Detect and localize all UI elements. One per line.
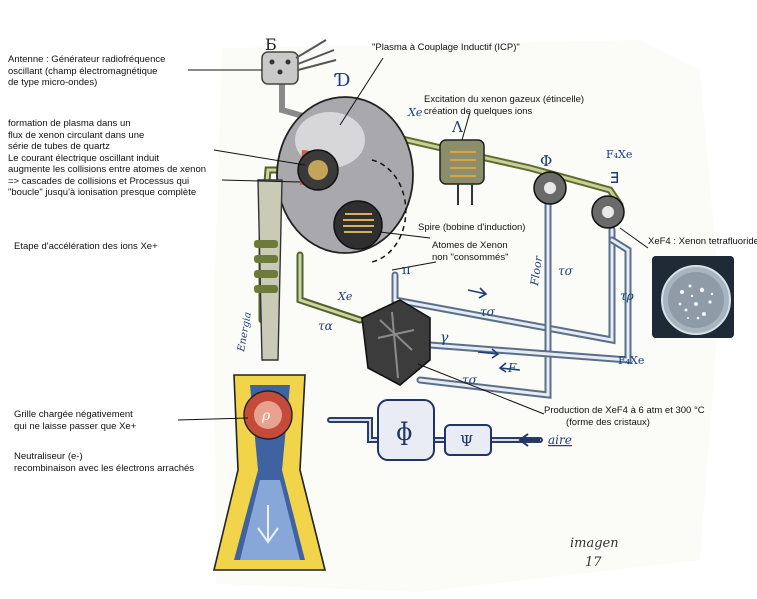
annotation-neutraliseur-line-1: Neutraliseur (e-): [14, 451, 83, 462]
annotation-antenna-line-1: Antenne : Générateur radiofréquence: [8, 54, 166, 65]
label-floor: Floor: [528, 255, 545, 288]
antenna-box: [261, 51, 299, 85]
annotation-antenna: Antenne : Générateur radiofréquence osci…: [8, 54, 165, 89]
annotation-spire-text: Spire (bobine d'induction): [418, 222, 526, 233]
annotation-production: Production de XeF4 à 6 atm et 300 °C (fo…: [544, 405, 705, 428]
phi-pump: [377, 399, 435, 461]
ion-grid-chamber-core: [254, 401, 282, 429]
flow-arrows: [467, 287, 521, 373]
annotation-production-line-1: Production de XeF4 à 6 atm et 300 °C: [544, 405, 705, 416]
annotation-excitation-line-2: création de quelques ions: [424, 105, 533, 117]
aire-arrow: [518, 433, 540, 447]
icp-dashed-ring: [371, 159, 407, 263]
exhaust-arrow: [257, 505, 279, 544]
label-box-symbol: ⴺ: [610, 169, 619, 187]
label-imagen: imagen: [570, 536, 619, 551]
pipe-floor-down-inner: [418, 198, 550, 397]
annotation-grille-line-1: Grille chargée négativement: [14, 409, 133, 420]
spark-coil: [450, 150, 476, 178]
label-d-symbol: Ɗ: [334, 70, 350, 91]
pipe-back-loop-inner: [393, 228, 614, 342]
annotation-plasma-line-4: Le courant électrique oscillant induit: [8, 152, 160, 164]
annotation-production-line-2: (forme des cristaux): [566, 416, 650, 428]
label-rho: ρ: [261, 408, 271, 424]
label-tau-a: τα: [318, 319, 333, 333]
annotation-antenna-line-2: oscillant (champ électromagnétique: [8, 65, 158, 77]
annotation-atomes-line-2: non "consommés": [432, 251, 509, 263]
xef4-crystal-image: [652, 256, 734, 338]
annotation-icp: "Plasma à Couplage Inductif (ICP)": [372, 42, 520, 54]
annotation-neutraliseur-line-2: recombinaison avec les électrons arraché…: [14, 462, 195, 474]
spark-excitation-unit: [439, 139, 485, 185]
label-lambda: Λ: [451, 118, 463, 136]
label-f4xe-bottom: F₄Xe: [618, 354, 644, 367]
label-f-arrow: F: [507, 361, 517, 375]
annotation-spire: Spire (bobine d'induction): [418, 222, 525, 234]
label-phi: Φ: [540, 152, 552, 170]
pipe-top-right-inner: [383, 133, 622, 207]
quartz-tube-upper-core: [308, 160, 328, 180]
label-gamma: γ: [440, 330, 449, 346]
label-tau-sigma-3: τσ: [462, 373, 478, 387]
label-phi-big: ɸ: [396, 418, 413, 446]
antenna-knob-3: [285, 59, 291, 65]
nozzle-blue-glow: [240, 480, 300, 560]
fluorine-wheel-left-core: [544, 182, 556, 194]
label-xe-top: Xe: [407, 106, 423, 119]
psi-box: [444, 424, 492, 456]
annotation-xef4: XeF4 : Xenon tetrafluoride: [648, 236, 757, 248]
spark-legs: [457, 184, 473, 205]
annotation-plasma-line-3: série de tubes de quartz: [8, 141, 110, 152]
annotation-plasma-line-6: => cascades de collisions et Processus q…: [8, 175, 190, 187]
annotation-atomes: Atomes de Xenon non "consommés": [432, 240, 508, 263]
label-b-symbol: Б: [265, 35, 277, 54]
label-tau-sigma-2: τσ: [480, 305, 496, 319]
xef4-reactor-fins: [377, 311, 415, 379]
label-aire: aire: [548, 433, 572, 447]
annotation-grille: Grille chargée négativement qui ne laiss…: [14, 409, 136, 432]
annotation-acceleration: Etape d'accélération des ions Xe+: [14, 241, 158, 253]
antenna-knob-2: [277, 69, 283, 75]
fluorine-wheel-right-core: [602, 206, 614, 218]
annotation-plasma-line-5: augmente les collisions entre atomes de …: [8, 164, 207, 175]
annotation-acceleration-text: Etape d'accélération des ions Xe+: [14, 241, 158, 252]
annotation-plasma-formation: formation de plasma dans un flux de xeno…: [8, 118, 206, 199]
xef4-crystal-photo: [652, 256, 734, 338]
label-tau-rho: τρ: [620, 289, 634, 303]
annotation-xef4-text: XeF4 : Xenon tetrafluoride: [648, 236, 757, 247]
pipe-right-side-inner: [428, 238, 630, 362]
leader-lines: [177, 57, 649, 421]
annotation-grille-line-2: qui ne laisse passer que Xe+: [14, 420, 137, 432]
coil-windings: [343, 213, 374, 233]
annotation-atomes-line-1: Atomes de Xenon: [432, 240, 508, 251]
label-psi: Ψ: [460, 432, 473, 450]
xef4-reactor: [361, 299, 431, 386]
label-xe-mid: Xe: [337, 290, 353, 303]
annotation-plasma-line-7: "boucle" jusqu'à ionisation presque comp…: [8, 187, 197, 198]
antenna-wires: [295, 39, 337, 71]
annotation-neutraliseur: Neutraliseur (e-) recombinaison avec les…: [14, 451, 194, 474]
annotation-plasma-line-2: flux de xenon circulant dans une: [8, 129, 145, 141]
annotation-excitation: Excitation du xenon gazeux (étincelle) c…: [424, 94, 584, 117]
antenna-knob-1: [269, 59, 275, 65]
label-tau-sigma-1: τσ: [558, 264, 574, 278]
annotation-antenna-line-3: de type micro-ondes): [8, 77, 98, 88]
column-rings: [254, 240, 278, 293]
label-page-number: 17: [585, 555, 602, 570]
annotation-excitation-line-1: Excitation du xenon gazeux (étincelle): [424, 94, 585, 105]
pipe-loop-mid-inner: [298, 253, 362, 322]
annotation-icp-text: "Plasma à Couplage Inductif (ICP)": [372, 42, 520, 53]
label-f4xe-top: F₄Xe: [606, 148, 632, 161]
label-pi: π: [402, 263, 411, 278]
annotation-plasma-line-1: formation de plasma dans un: [8, 118, 131, 129]
